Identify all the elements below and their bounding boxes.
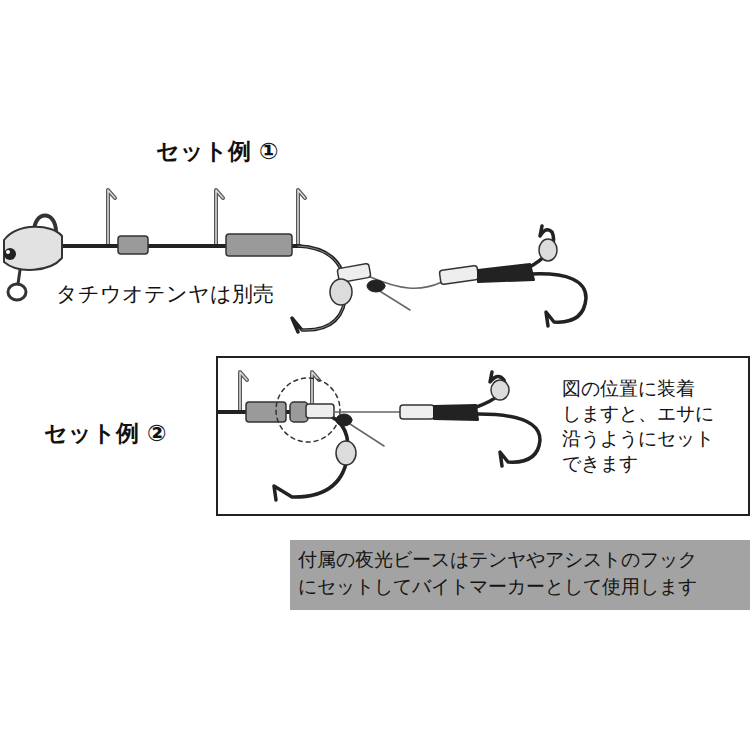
treble-hook-down	[532, 274, 586, 326]
info-band: 付属の夜光ビースはテンヤやアシストのフック にセットしてバイトマーカーとして使用…	[290, 540, 750, 610]
rig-stroke	[6, 250, 10, 254]
treble-tube	[478, 264, 534, 282]
rig-stroke	[298, 190, 305, 246]
glow-bead	[539, 239, 557, 261]
treble-tube	[434, 405, 478, 420]
wire-sleeve	[400, 405, 434, 419]
set-example-heading: セット例 ②	[44, 418, 166, 449]
sleeve	[246, 402, 286, 422]
note-box: 図の位置に装着 しますと、エサに 沿うようにセット できます	[216, 356, 750, 516]
set-example-heading: セット例 ①	[156, 136, 278, 167]
jig-eye	[4, 248, 16, 260]
note-label: タチウオテンヤは別売	[56, 280, 274, 308]
node-text: 付属の夜光ビースはテンヤやアシストのフック にセットしてバイトマーカーとして使用…	[298, 546, 742, 600]
assist-tail	[350, 424, 384, 446]
rig-stroke	[108, 190, 115, 246]
jig-eyelet-bottom	[8, 284, 26, 300]
rig-stroke	[18, 270, 20, 284]
sleeve	[226, 234, 292, 256]
rig-stroke	[298, 190, 305, 246]
glow-bead	[336, 441, 356, 465]
jig-head	[4, 227, 62, 270]
wire-sleeve	[439, 265, 479, 284]
rig-stroke	[216, 190, 223, 246]
glow-bead	[491, 380, 509, 400]
position-marker	[276, 378, 340, 442]
glow-bead	[330, 279, 352, 305]
assist-tail	[378, 290, 410, 310]
rig-stroke	[216, 190, 223, 246]
sleeve	[118, 236, 148, 254]
swivel	[336, 414, 352, 426]
rig-one	[4, 190, 586, 332]
assist-line	[334, 411, 400, 413]
swivel	[367, 280, 385, 292]
rig-two	[218, 372, 540, 500]
assist-sleeve	[306, 404, 334, 418]
node-text: 図の位置に装着 しますと、エサに 沿うようにセット できます	[562, 376, 746, 476]
treble-hook-down	[478, 414, 540, 466]
rig-stroke	[108, 190, 115, 246]
